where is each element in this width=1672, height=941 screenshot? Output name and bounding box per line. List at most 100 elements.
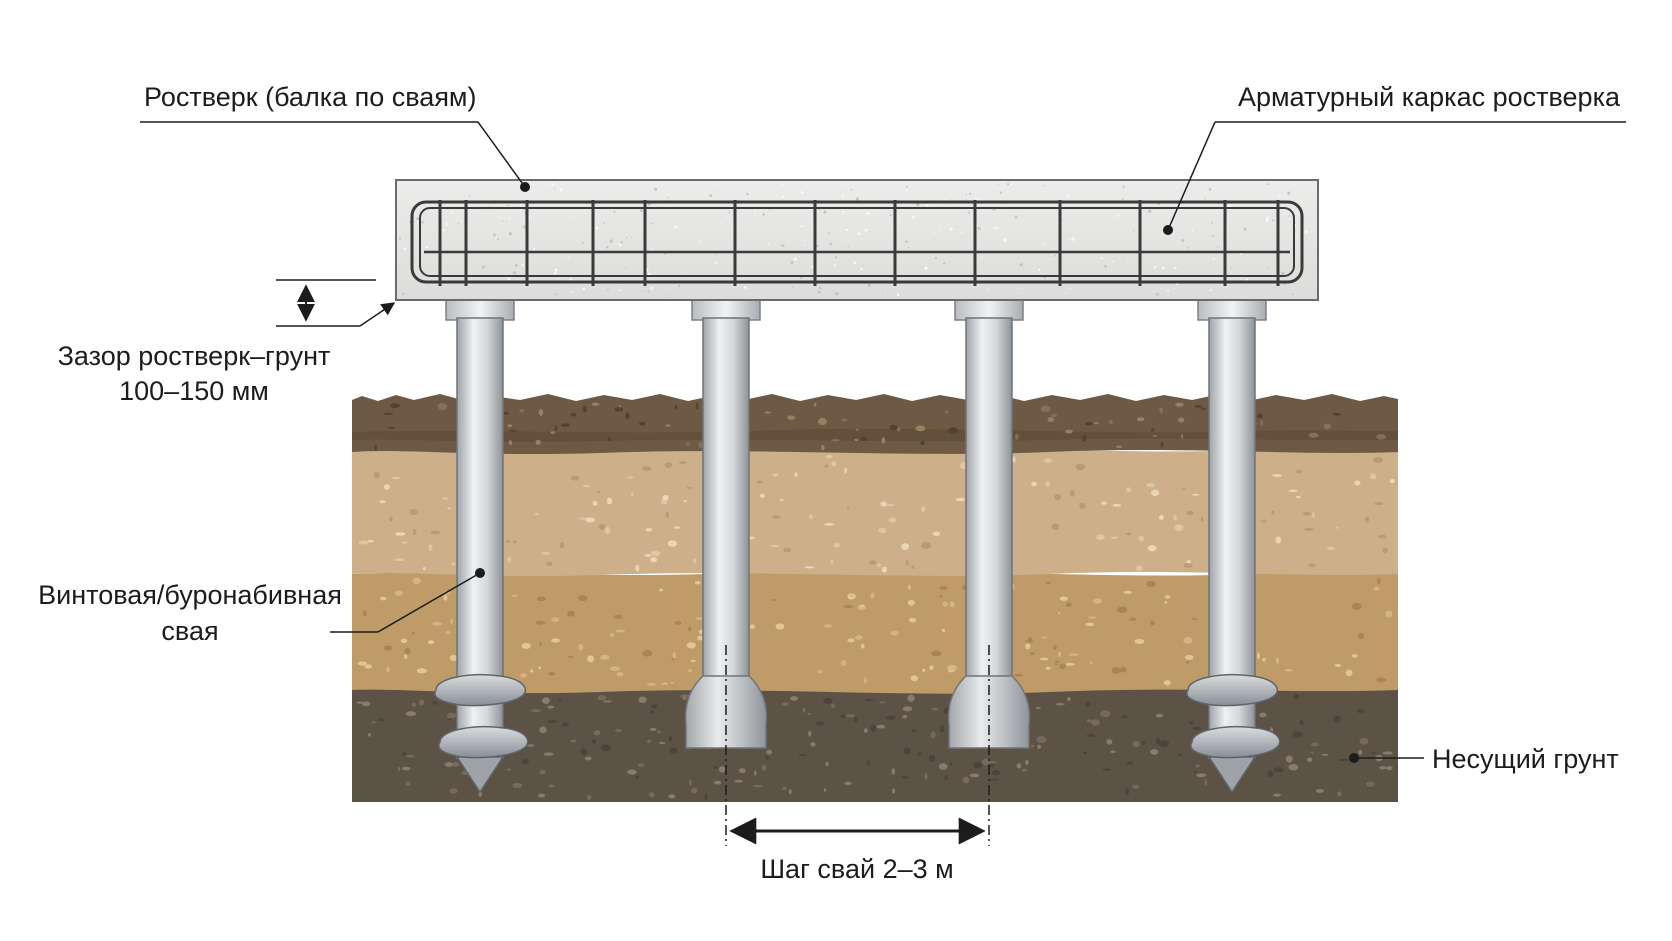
soil-pebble: [1163, 680, 1171, 686]
soil-pebble: [921, 506, 926, 512]
soil-pebble: [890, 630, 899, 636]
soil-pebble: [1150, 428, 1155, 432]
soil-pebble: [686, 642, 696, 649]
soil-pebble: [374, 444, 378, 451]
concrete-speckle: [514, 264, 518, 268]
soil-pebble: [1302, 511, 1312, 516]
soil-pebble: [1259, 520, 1267, 523]
soil-pebble: [391, 476, 402, 480]
screw-helix: [1186, 674, 1279, 707]
soil-pebble: [1310, 751, 1314, 754]
concrete-speckle: [417, 221, 419, 223]
soil-pebble: [367, 539, 374, 543]
soil-pebble: [432, 701, 438, 705]
soil-pebble: [567, 610, 575, 617]
soil-pebble: [579, 517, 588, 520]
soil-pebble: [637, 763, 645, 767]
concrete-speckle: [934, 232, 937, 235]
concrete-speckle: [714, 261, 717, 265]
soil-pebble: [521, 759, 529, 765]
concrete-speckle: [709, 194, 713, 198]
soil-pebble: [444, 762, 454, 767]
concrete-speckle: [631, 236, 633, 238]
soil-pebble: [1195, 764, 1200, 768]
concrete-speckle: [1284, 283, 1286, 285]
concrete-speckle: [1288, 215, 1290, 217]
soil-pebble: [854, 438, 859, 442]
concrete-speckle: [559, 187, 563, 192]
soil-pebble: [405, 711, 417, 717]
concrete-speckle: [1066, 194, 1070, 198]
concrete-speckle: [1132, 229, 1135, 231]
soil-pebble: [988, 761, 997, 764]
soil-pebble: [1292, 731, 1303, 738]
soil-pebble: [825, 454, 833, 459]
concrete-speckle: [399, 237, 402, 240]
concrete-speckle: [603, 222, 605, 225]
soil-pebble: [539, 770, 546, 775]
concrete-speckle: [768, 243, 770, 246]
rebar-inner-loop: [419, 207, 1295, 277]
concrete-speckle: [481, 265, 485, 269]
soil-pebble: [596, 490, 601, 494]
soil-pebble: [847, 638, 855, 643]
soil-pebble: [1192, 493, 1200, 496]
soil-pebble: [879, 701, 885, 704]
soil-pebble: [606, 497, 613, 505]
soil-pebble: [1093, 422, 1099, 425]
topsoil-stripe: [352, 428, 1398, 442]
concrete-speckle: [907, 246, 910, 249]
soil-pebble: [881, 437, 886, 444]
callout-dot: [475, 568, 485, 578]
soil-pebble: [1069, 490, 1075, 497]
soil-pebble: [823, 624, 833, 628]
soil-pebble: [547, 720, 558, 723]
label-gap-line2: 100–150 мм: [119, 376, 269, 406]
gap-dimension: Зазор ростверк–грунт 100–150 мм: [58, 279, 396, 406]
soil-pebble: [1196, 773, 1207, 778]
pile-cap-4: [1197, 299, 1267, 321]
soil-pebble: [1147, 545, 1157, 552]
concrete-speckle: [818, 208, 821, 211]
soil-pebble: [1267, 770, 1274, 778]
concrete-speckle: [554, 293, 557, 296]
pile-spacing-dimension: Шаг свай 2–3 м: [725, 645, 990, 884]
soil-pebble: [770, 544, 780, 548]
concrete-speckle: [881, 230, 884, 232]
soil-pebble: [876, 724, 886, 729]
soil-pebble: [582, 484, 591, 488]
soil-pebble: [534, 513, 539, 516]
soil-pebble: [924, 772, 928, 780]
soil-pebble: [1323, 423, 1331, 430]
soil-pebble: [1275, 536, 1282, 544]
soil-pebble: [401, 766, 411, 771]
soil-pebble: [1065, 602, 1072, 608]
soil-pebble: [1183, 637, 1193, 644]
soil-pebble: [400, 638, 408, 644]
soil-pebble: [537, 793, 546, 798]
soil-pebble: [543, 752, 554, 756]
soil-pebble: [781, 702, 789, 707]
soil-pebble: [527, 744, 535, 747]
soil-pebble: [559, 541, 565, 549]
soil-pebble: [915, 425, 926, 432]
soil-pebble: [1272, 474, 1282, 477]
soil-pebble: [1055, 663, 1058, 666]
soil-pebble: [638, 696, 647, 704]
concrete-speckle: [595, 226, 599, 230]
soil-pebble: [880, 501, 887, 507]
pile-caps: [445, 299, 1267, 321]
concrete-speckle: [864, 228, 868, 232]
soil-pebble: [1135, 565, 1143, 572]
gap-leader-line: [359, 302, 396, 327]
soil-pebble: [536, 596, 547, 602]
soil-pebble: [1025, 759, 1029, 766]
soil-pebble: [1047, 417, 1055, 423]
soil-pebble: [1358, 749, 1363, 755]
soil-pebble: [386, 666, 390, 673]
soil-pebble: [888, 517, 897, 523]
soil-pebble: [718, 766, 726, 773]
soil-pebble: [1382, 751, 1393, 755]
concrete-speckle: [609, 239, 613, 243]
concrete-speckle: [1100, 257, 1103, 260]
